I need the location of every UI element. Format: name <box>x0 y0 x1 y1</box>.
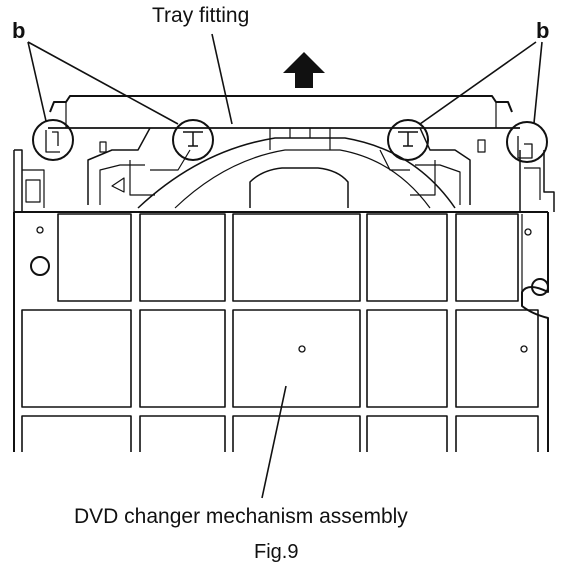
hook-b-left-outer <box>32 119 74 161</box>
tray-fitting-label: Tray fitting <box>152 4 250 27</box>
hook-b-label-right: b <box>536 18 550 43</box>
cell-grid <box>21 213 539 452</box>
hook-b-label-left: b <box>12 18 26 43</box>
figure-caption: Fig.9 <box>254 541 299 563</box>
hook-b-left-inner <box>172 119 214 161</box>
upper-mechanism <box>13 127 555 212</box>
leader-lines <box>27 33 543 499</box>
hook-b-right-outer <box>506 121 548 163</box>
assembly-label: DVD changer mechanism assembly <box>74 505 408 528</box>
hook-b-right-inner <box>387 119 429 161</box>
lower-frame <box>13 211 549 452</box>
up-arrow-icon <box>283 52 325 88</box>
tray-fitting-bar <box>48 95 520 129</box>
